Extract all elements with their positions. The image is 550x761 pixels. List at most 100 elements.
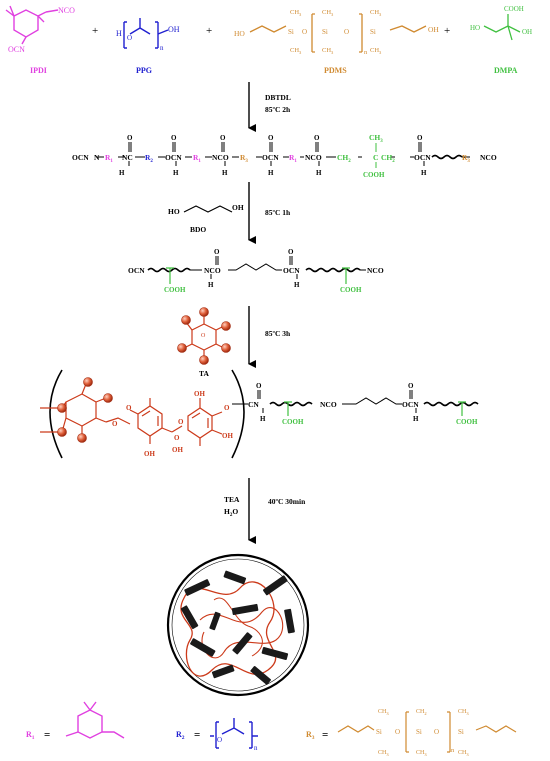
product-o-5: O (224, 404, 230, 412)
dmpa-label: DMPA (494, 66, 518, 75)
step4-reagent-tea: TEA (224, 495, 240, 504)
legend-r2-n: n (254, 744, 258, 752)
step1-catalyst: DBTDL (265, 93, 291, 102)
chain-ext-o-2: O (288, 248, 294, 256)
pdms-ch3-e: CH3 (370, 9, 382, 17)
legend-eq-2: = (194, 729, 200, 741)
legend-o-a: O (395, 728, 400, 736)
ppg-h: H (116, 29, 122, 38)
prepolymer-bonds (97, 142, 425, 166)
pdms-ch3-d: CH3 (322, 47, 334, 55)
prepolymer-o-4: O (268, 134, 274, 142)
product-left-paren (49, 369, 63, 459)
legend-r1-structure (65, 701, 125, 739)
prepolymer-h-5: H (316, 169, 322, 177)
legend-r1: R1 (26, 730, 35, 741)
pdms-n: n (364, 49, 368, 56)
legend-o-b: O (434, 728, 439, 736)
prepolymer-h-4: H (268, 169, 274, 177)
prepolymer-r3: R3 (240, 153, 248, 164)
bdo-oh: OH (232, 203, 244, 212)
prepolymer-nco-3: NCO (212, 153, 229, 162)
product-right-paren (231, 369, 245, 459)
chain-ext-ocn: OCN (128, 266, 145, 275)
ta-structure: O (177, 307, 231, 365)
product-urethane-bonds (232, 390, 417, 413)
chain-ext-nco-mid: NCO (204, 266, 221, 275)
pdms-si-c: Si (370, 28, 376, 36)
pu-dispersion-particle (166, 553, 310, 697)
chain-ext-h-2: H (294, 281, 300, 289)
product-o-3: O (174, 434, 180, 442)
ta-ring-o: O (201, 333, 206, 339)
product-cooh-b: COOH (456, 418, 478, 426)
legend-ch3-d: CH3 (458, 709, 469, 716)
legend-r2: R2 (176, 730, 185, 741)
chain-ext-cooh-bonds (166, 267, 350, 284)
product-o-carbonyl-a: O (256, 382, 262, 390)
legend-eq-1: = (44, 729, 50, 741)
prepolymer-r1-c: R1 (289, 153, 297, 164)
pdms-si-b: Si (322, 28, 328, 36)
chain-ext-ocn-mid: OCN (283, 266, 300, 275)
legend-si-b: Si (416, 728, 422, 736)
step3-reagent: TA (199, 369, 209, 378)
prepolymer-o-2: O (171, 134, 177, 142)
product-oh-1: OH (144, 450, 155, 458)
product-o-2: O (126, 404, 132, 412)
dmpa-cooh: COOH (504, 5, 524, 13)
dmpa-ho: HO (470, 24, 480, 32)
prepolymer-o-6: O (417, 134, 423, 142)
step2-condition: 85ºC 1h (265, 208, 291, 217)
ipdi-ocn: OCN (8, 45, 25, 54)
ppg-structure (123, 18, 169, 49)
prepolymer-r3-end: R3 (462, 153, 470, 164)
product-h-b: H (413, 415, 419, 423)
product-oh-3: OH (194, 390, 205, 398)
prepolymer-ocn-4: OCN (262, 153, 279, 162)
prepolymer-r1-a: R1 (105, 153, 113, 164)
prepolymer-nco-end: NCO (480, 153, 497, 162)
prepolymer-h-2: H (173, 169, 179, 177)
dmpa-oh: OH (522, 28, 532, 36)
product-nco-mid: NCO (320, 400, 337, 409)
legend-r2-o: O (217, 736, 222, 744)
chain-ext-o-1: O (214, 248, 220, 256)
product-ocn-mid: OCN (402, 400, 419, 409)
legend-si-c: Si (458, 728, 464, 736)
prepolymer-h-6: H (421, 169, 427, 177)
legend-r2-structure (210, 718, 258, 749)
prepolymer-r2: R2 (145, 153, 153, 164)
prepolymer-c-dmpa: C (373, 153, 378, 162)
prepolymer-ocn-2: OCN (165, 153, 182, 162)
chain-ext-h-1: H (208, 281, 214, 289)
ipdi-structure (5, 5, 59, 45)
ppg-label: PPG (136, 66, 152, 75)
product-oh-4: OH (222, 432, 233, 440)
step4-condition: 40ºC 30min (268, 497, 306, 506)
prepolymer-h-1: H (119, 169, 125, 177)
legend-eq-3: = (322, 729, 328, 741)
pdms-ch3-a: CH3 (290, 9, 302, 17)
prepolymer-h-3: H (222, 169, 228, 177)
legend-si-a: Si (376, 728, 382, 736)
plus-2: + (206, 25, 212, 37)
pdms-label: PDMS (324, 66, 347, 75)
step3-condition: 85ºC 3h (265, 329, 291, 338)
legend-ch2: CH2 (416, 709, 427, 716)
prepolymer-cooh: COOH (363, 171, 385, 179)
product-oh-2: OH (172, 446, 183, 454)
legend-ch3-a: CH3 (378, 709, 389, 716)
chain-ext-wavy-right (305, 267, 361, 273)
prepolymer-wavy-chain (431, 154, 463, 160)
prepolymer-r1-b: R1 (193, 153, 201, 164)
plus-3: + (444, 25, 450, 37)
prepolymer-ocn: OCN (72, 153, 89, 162)
product-wavy-left (269, 401, 313, 407)
prepolymer-n-1: N (94, 153, 100, 162)
chain-ext-cooh-b: COOH (340, 286, 362, 294)
pdms-oh: OH (428, 25, 439, 34)
product-o-carbonyl-b: O (408, 382, 414, 390)
pdms-ho: HO (234, 29, 245, 38)
